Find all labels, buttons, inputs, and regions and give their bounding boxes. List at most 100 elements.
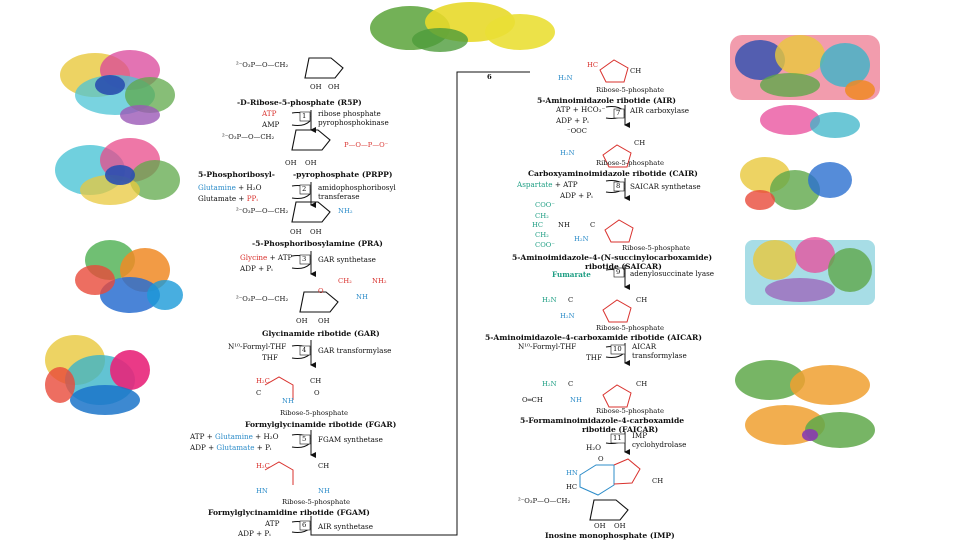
ribose-ring-gar	[299, 291, 339, 313]
protein-structure-left-3	[75, 240, 183, 313]
step1-enzyme-line1: ribose phosphate	[318, 109, 381, 118]
step10-number: 10	[613, 345, 622, 353]
compound-fgar: Formylglycinamide ribotide (FGAR)	[245, 420, 397, 429]
saicar-ribose: Ribose-5-phosphate	[622, 244, 691, 252]
saicar-c: C	[590, 221, 596, 229]
prpp-oh-1: OH	[285, 159, 297, 167]
step3-enzyme: GAR synthetase	[318, 255, 376, 264]
compound-pra: -5-Phosphoribosylamine (PRA)	[252, 239, 383, 248]
gar-nh2: NH₂	[372, 277, 387, 285]
step5-enzyme: FGAM synthetase	[318, 435, 383, 444]
step4-input: N¹⁰-Formyl-THF	[228, 342, 287, 351]
saicar-ch2-top: CH₂	[535, 212, 549, 220]
gar-o: O	[318, 287, 324, 295]
step4-number: 4	[302, 346, 307, 354]
fgam-hn: HN	[256, 487, 268, 495]
faicar-nh: NH	[570, 396, 582, 404]
step2-output: Glutamate + PPᵢ	[198, 194, 258, 203]
saicar-hc: HC	[532, 221, 544, 229]
saicar-ch2-bottom: CH₂	[535, 231, 549, 239]
faicar-ch: CH	[636, 380, 648, 388]
gar-oh-1: OH	[296, 317, 308, 325]
protein-structure-left-2	[55, 138, 180, 205]
saicar-h2n: H₂N	[574, 235, 589, 243]
faicar-c: C	[568, 380, 574, 388]
step10-enzyme-line1: AICAR	[632, 342, 657, 351]
fgar-ch: CH	[310, 377, 322, 385]
prpp-phosphate: ²⁻O₃P—O—CH₂	[222, 133, 275, 141]
imp-hn: HN	[566, 469, 578, 477]
step6-number: 6	[302, 521, 307, 529]
compound-gar: Glycinamide ribotide (GAR)	[262, 329, 380, 338]
fgar-h2c: H₂C	[256, 377, 270, 385]
step8-input: Aspartate + ATP	[517, 180, 578, 189]
compound-aicar: 5-Aminoimidazole-4-carboxamide ribotide …	[485, 333, 702, 342]
step3-output: ADP + Pᵢ	[240, 264, 273, 273]
step10-output: THF	[586, 353, 603, 362]
air-h2n: H₂N	[558, 74, 573, 82]
cair-ribose: Ribose-5-phosphate	[596, 159, 665, 167]
open-ring-fgam	[264, 461, 294, 485]
compound-faicar-line1: 5-Formaminoimidazole-4-carboxamide	[520, 416, 685, 425]
step2-input: Glutamine + H₂O	[198, 183, 262, 192]
cair-h2n: H₂N	[560, 149, 575, 157]
step7-output: ADP + Pᵢ	[556, 116, 589, 125]
ribose-ring-prpp	[291, 129, 331, 151]
imp-o: O	[598, 455, 604, 463]
imp-oh-2: OH	[614, 522, 626, 530]
step2-enzyme-line2: transferase	[318, 192, 360, 201]
faicar-och: O═CH	[522, 396, 543, 404]
pra-phosphate: ²⁻O₃P—O—CH₂	[236, 207, 289, 215]
ribose-ring-r5p	[304, 57, 344, 79]
step10-enzyme-line2: transformylase	[632, 351, 687, 360]
step8-enzyme: SAICAR synthetase	[630, 182, 701, 191]
aicar-h2n: H₂N	[560, 312, 575, 320]
imidazole-ring-cair	[602, 144, 632, 168]
protein-structure-right-4	[745, 237, 875, 305]
cair-ch: CH	[634, 139, 646, 147]
aicar-ribose: Ribose-5-phosphate	[596, 324, 665, 332]
ribose-ring-pra	[291, 201, 331, 223]
gar-phosphate: ²⁻O₃P—O—CH₂	[236, 295, 289, 303]
protein-structure-left-4	[45, 335, 150, 415]
step8-output: ADP + Pᵢ	[560, 191, 593, 200]
compound-cair: Carboxyaminoimidazole ribotide (CAIR)	[528, 169, 698, 178]
step3-number: 3	[302, 255, 307, 263]
imp-ch: CH	[652, 477, 664, 485]
six-ring-imp	[579, 464, 615, 496]
gar-nh: NH	[356, 293, 368, 301]
step7-enzyme: AIR carboxylase	[630, 106, 690, 115]
compound-prpp-part1: 5-Phosphoribosyl-	[198, 170, 275, 179]
protein-structure-right-2	[760, 105, 860, 138]
imp-hc: HC	[566, 483, 578, 491]
faicar-ribose: Ribose-5-phosphate	[596, 407, 665, 415]
five-ring-imp	[613, 458, 641, 485]
step6-output: ADP + Pᵢ	[238, 529, 271, 538]
air-hc: HC	[587, 61, 599, 69]
protein-structure-right-5	[735, 360, 875, 448]
protein-structure-right-1	[730, 35, 880, 100]
pra-oh-1: OH	[290, 228, 302, 236]
step2-enzyme-line1: amidophosphoribosyl	[318, 183, 396, 192]
step4-output: THF	[262, 353, 279, 362]
imidazole-ring-aicar	[602, 299, 632, 323]
pra-oh-2: OH	[310, 228, 322, 236]
air-ribose: Ribose-5-phosphate	[596, 86, 665, 94]
compound-faicar-line2: ribotide (FAICAR)	[582, 425, 659, 434]
saicar-coo-bottom: COO⁻	[535, 241, 555, 249]
step5-input: ATP + Glutamine + H₂O	[190, 432, 279, 441]
step11-enzyme-line1: IMP	[632, 431, 648, 440]
step8-number: 8	[616, 182, 621, 190]
gar-oh-2: OH	[318, 317, 330, 325]
r5p-oh-label-2: OH	[328, 83, 340, 91]
imidazole-ring-air	[599, 59, 629, 83]
ribose-ring-imp	[589, 499, 629, 521]
open-ring-fgar	[264, 376, 294, 400]
pra-nh2: NH₂	[338, 207, 353, 215]
step11-number: 11	[613, 434, 622, 442]
step1-output: AMP	[262, 120, 280, 129]
step4-enzyme: GAR transformylase	[318, 346, 392, 355]
saicar-coo-top: COO⁻	[535, 201, 555, 209]
compound-saicar-line2: ribotide (SAICAR)	[585, 262, 662, 271]
compound-fgam: Formylglycinamidine ribotide (FGAM)	[208, 508, 370, 517]
